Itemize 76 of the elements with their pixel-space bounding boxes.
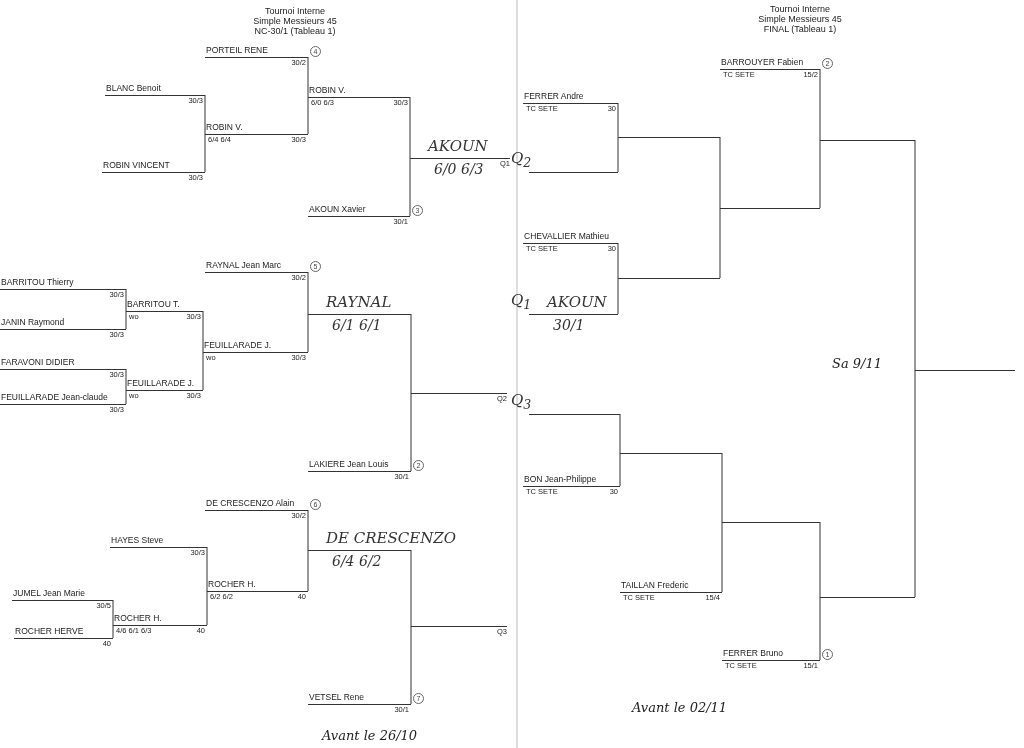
player-name: VETSEL Rene (309, 693, 364, 702)
handwritten-score: 30/1 (553, 318, 585, 332)
player-name: BON Jean-Philippe (524, 475, 597, 484)
player-name: RAYNAL Jean Marc (206, 261, 282, 270)
bracket-connector (617, 102, 619, 138)
handwritten-qualifier: Q$_{1}$ (511, 293, 532, 312)
bracket-connector (819, 521, 821, 598)
bracket-connector (410, 625, 412, 705)
player-name: ROCHER H. (208, 580, 256, 589)
empty-bracket-slot (720, 205, 820, 211)
title-text: Simple Messieurs 45 (253, 16, 337, 26)
player-name: ROBIN V. (309, 86, 346, 95)
player-name: FERRER Andre (524, 92, 584, 101)
handwritten-note: Avant le 26/10 (322, 728, 418, 743)
player-name: BARRITOU Thierry (1, 278, 74, 287)
bracket-connector (819, 139, 821, 209)
bracket-connector (410, 313, 412, 394)
bracket-connector (410, 392, 412, 472)
bracket-connector (617, 277, 619, 315)
player-name: JUMEL Jean Marie (13, 589, 85, 598)
bracket-connector (721, 521, 723, 593)
title-text: Tournoi Interne (770, 4, 830, 14)
handwritten-score: 6/1 6/1 (332, 318, 382, 332)
handwritten-qualifier: Q$_{2}$ (511, 151, 532, 170)
empty-bracket-slot (618, 134, 720, 140)
player-name: BARROUYER Fabien (721, 58, 804, 67)
handwritten-qualifier: Q$_{3}$ (511, 393, 532, 412)
player-name: CHEVALLIER Mathieu (524, 232, 609, 241)
player-name: FARAVONI DIDIER (1, 358, 75, 367)
bracket-connector (914, 139, 916, 371)
bracket-connector (719, 136, 721, 209)
bracket-connector (719, 207, 721, 279)
bracket-connector (617, 242, 619, 279)
player-name: BARRITOU T. (127, 300, 180, 309)
player-name: JANIN Raymond (1, 318, 65, 327)
handwritten-winner: AKOUN (428, 139, 488, 154)
title-text: Simple Messieurs 45 (758, 14, 842, 24)
bracket-connector (410, 549, 412, 627)
bracket-connector (819, 68, 821, 141)
player-name: FEUILLARADE Jean-claude (1, 393, 108, 402)
handwritten-note: Sa 9/11 (832, 356, 882, 371)
bracket-connector (914, 369, 916, 598)
title-text: Tournoi Interne (265, 6, 325, 16)
player-name: DE CRESCENZO Alain (206, 499, 295, 508)
player-name: ROCHER HERVE (15, 627, 84, 636)
title-text: NC-30/1 (Tableau 1) (254, 26, 336, 36)
player-name: FEUILLARADE J. (127, 379, 195, 388)
player-name: ROBIN VINCENT (103, 161, 170, 170)
player-name: ROCHER H. (114, 614, 162, 623)
player-name: PORTEIL RENE (206, 46, 268, 55)
empty-bracket-slot (915, 367, 1015, 373)
empty-bracket-slot (618, 275, 720, 281)
bracket-connector (819, 596, 821, 661)
bracket-connector (619, 452, 621, 487)
bracket-connector (721, 452, 723, 523)
empty-bracket-slot (620, 450, 722, 456)
handwritten-winner: AKOUN (547, 295, 607, 310)
empty-bracket-slot (820, 594, 915, 600)
player-name: FERRER Bruno (723, 649, 783, 658)
player-name: BLANC Benoit (106, 84, 161, 93)
player-name: AKOUN Xavier (309, 205, 366, 214)
empty-bracket-slot (722, 519, 820, 525)
title-text: FINAL (Tableau 1) (763, 24, 837, 34)
handwritten-winner: RAYNAL (326, 295, 392, 310)
player-name: TAILLAN Frederic (621, 581, 689, 590)
handwritten-note: Avant le 02/11 (632, 700, 728, 715)
player-name: ROBIN V. (206, 123, 243, 132)
player-name: FEUILLARADE J. (204, 341, 272, 350)
empty-bracket-slot (820, 137, 915, 143)
handwritten-winner: DE CRESCENZO (326, 531, 456, 546)
player-name: HAYES Steve (111, 536, 164, 545)
handwritten-score: 6/0 6/3 (434, 162, 484, 176)
player-name: LAKIERE Jean Louis (309, 460, 389, 469)
handwritten-score: 6/4 6/2 (332, 554, 382, 568)
bracket-connector (619, 413, 621, 454)
bracket-connector (617, 136, 619, 173)
